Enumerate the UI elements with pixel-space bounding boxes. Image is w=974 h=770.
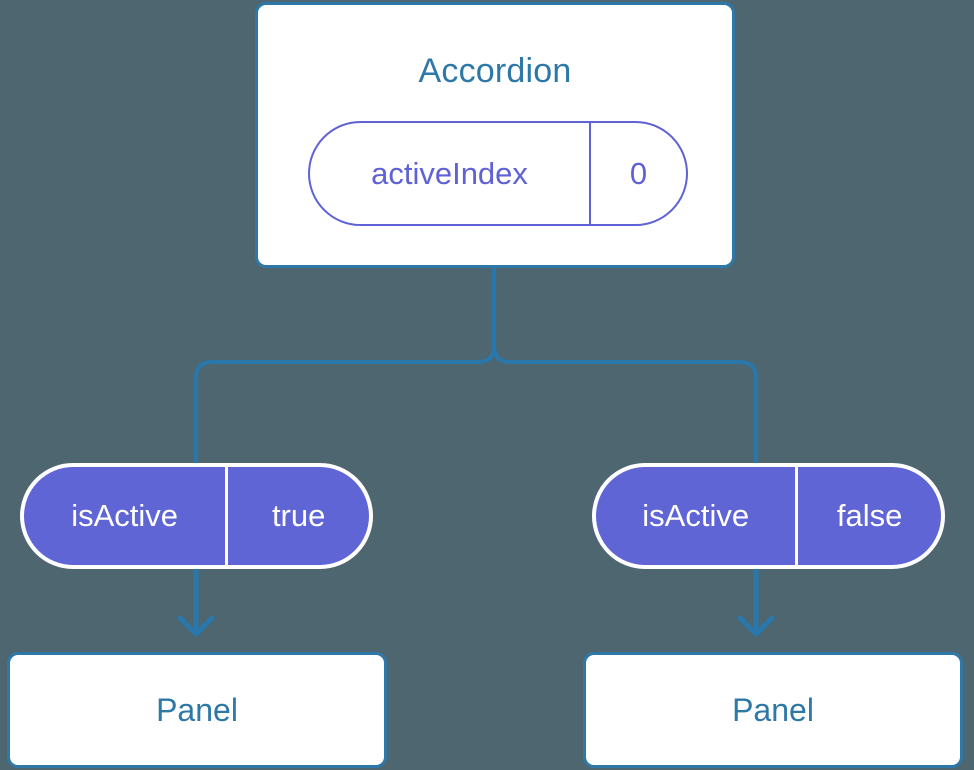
arrow-right-prop-to-panel	[737, 567, 775, 637]
arrow-left-prop-to-panel	[177, 567, 215, 637]
prop-pill-value: true	[271, 498, 326, 533]
edge-root-to-left-branch	[194, 264, 496, 464]
prop-pill-isactive-false[interactable]: isActive false	[592, 463, 945, 569]
component-card-accordion[interactable]: Accordion activeIndex 0	[255, 2, 735, 268]
state-pill-key: activeIndex	[310, 123, 592, 224]
component-title-panel: Panel	[156, 692, 238, 728]
prop-pill-key: isActive	[596, 467, 799, 565]
prop-pill-isactive-true[interactable]: isActive true	[20, 463, 373, 569]
component-title-accordion: Accordion	[418, 52, 572, 90]
edge-root-to-right-branch	[492, 264, 758, 464]
prop-pill-key: isActive	[24, 467, 229, 565]
state-pill-value: 0	[629, 155, 648, 191]
state-pill-activeindex[interactable]: activeIndex 0	[308, 121, 688, 226]
component-card-panel-left[interactable]: Panel	[7, 652, 387, 768]
prop-pill-value: false	[836, 498, 903, 533]
component-card-panel-right[interactable]: Panel	[583, 652, 963, 768]
component-title-panel: Panel	[732, 692, 814, 728]
